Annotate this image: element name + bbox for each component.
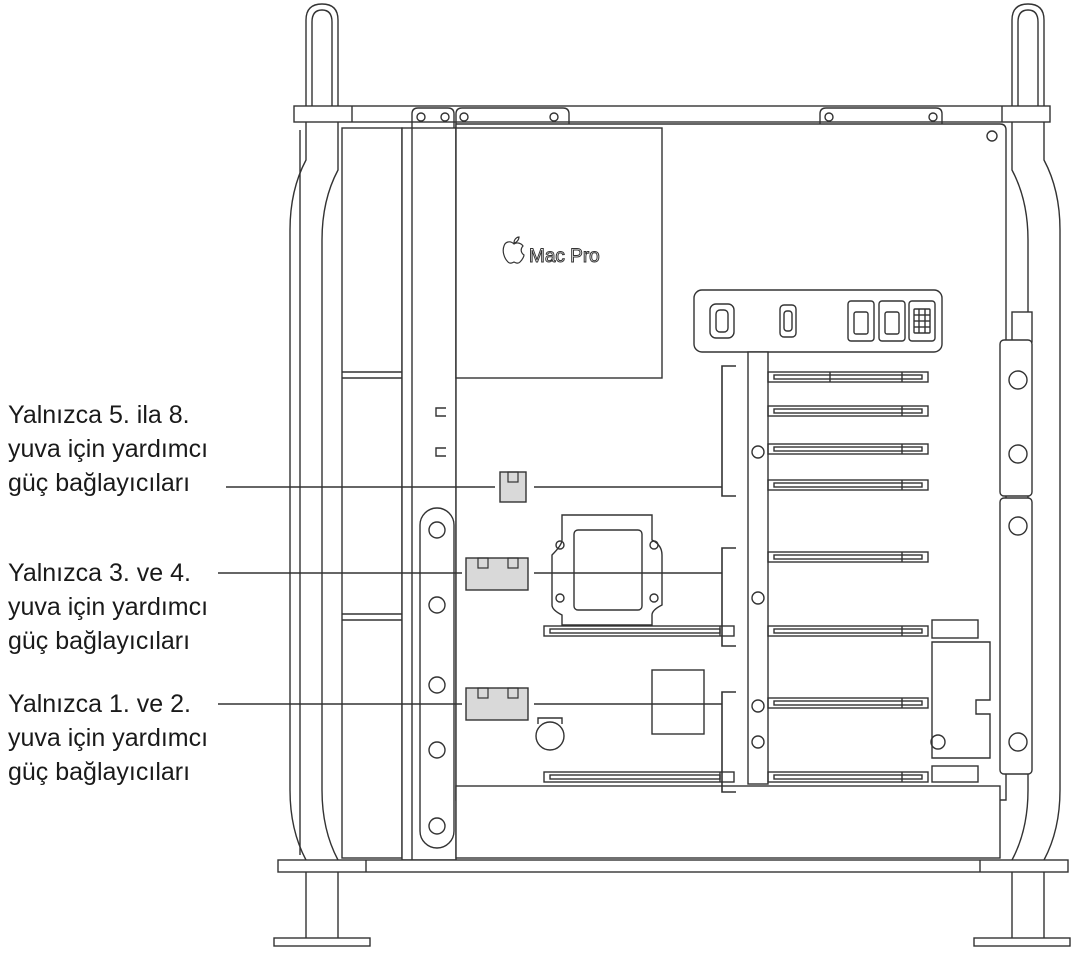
- callout-line: güç bağlayıcıları: [8, 627, 191, 655]
- mac-pro-logo-text: Mac Pro: [529, 246, 600, 267]
- left-frame: [289, 122, 339, 861]
- left-foot: [273, 872, 371, 947]
- bottom-rail: [277, 859, 1069, 873]
- fan-column: [341, 127, 403, 859]
- callout-slots-5-8: Yalnızca 5. ila 8. yuva için yardımcı gü…: [8, 398, 208, 500]
- leader-line-slots-1-2: [218, 691, 736, 793]
- cpu-socket: [551, 514, 663, 626]
- right-foot: [973, 872, 1071, 947]
- right-components: [930, 619, 991, 783]
- top-bracket-mid: [455, 107, 570, 128]
- chip: [651, 669, 705, 735]
- top-bracket-left: [411, 107, 455, 128]
- top-bracket-right: [819, 107, 943, 124]
- mac-pro-logo: Mac Pro: [502, 236, 600, 268]
- divider-column: [401, 127, 457, 861]
- callout-line: Yalnızca 5. ila 8.: [8, 401, 190, 429]
- leader-line-slots-5-8: [226, 365, 736, 497]
- aux-power-connector-slots-5-8: [499, 471, 527, 503]
- io-card: [693, 289, 943, 353]
- mac-pro-cover: [455, 127, 663, 379]
- callout-line: güç bağlayıcıları: [8, 758, 191, 786]
- callout-line: güç bağlayıcıları: [8, 469, 191, 497]
- callout-line: Yalnızca 3. ve 4.: [8, 559, 191, 587]
- callout-line: yuva için yardımcı: [8, 593, 209, 621]
- right-side-plates: [999, 311, 1033, 775]
- battery: [535, 717, 565, 751]
- pcie-bracket: [747, 351, 769, 785]
- right-top-handle: [1011, 3, 1045, 108]
- callout-line: Yalnızca 1. ve 2.: [8, 690, 191, 718]
- callout-line: yuva için yardımcı: [8, 435, 209, 463]
- leader-line-slots-3-4: [218, 547, 736, 647]
- callout-slots-1-2: Yalnızca 1. ve 2. yuva için yardımcı güç…: [8, 687, 208, 789]
- pcie-slots: [767, 371, 929, 783]
- aux-power-connector-slots-1-2: [465, 687, 529, 721]
- memory-slots: [543, 625, 735, 783]
- aux-power-connector-slots-3-4: [465, 557, 529, 591]
- left-top-handle: [305, 3, 339, 108]
- top-rail: [293, 105, 1051, 123]
- right-frame: [1011, 122, 1061, 861]
- callout-slots-3-4: Yalnızca 3. ve 4. yuva için yardımcı güç…: [8, 556, 208, 658]
- apple-logo-icon: [502, 236, 525, 264]
- power-supply: [455, 785, 1001, 859]
- callout-line: yuva için yardımcı: [8, 724, 209, 752]
